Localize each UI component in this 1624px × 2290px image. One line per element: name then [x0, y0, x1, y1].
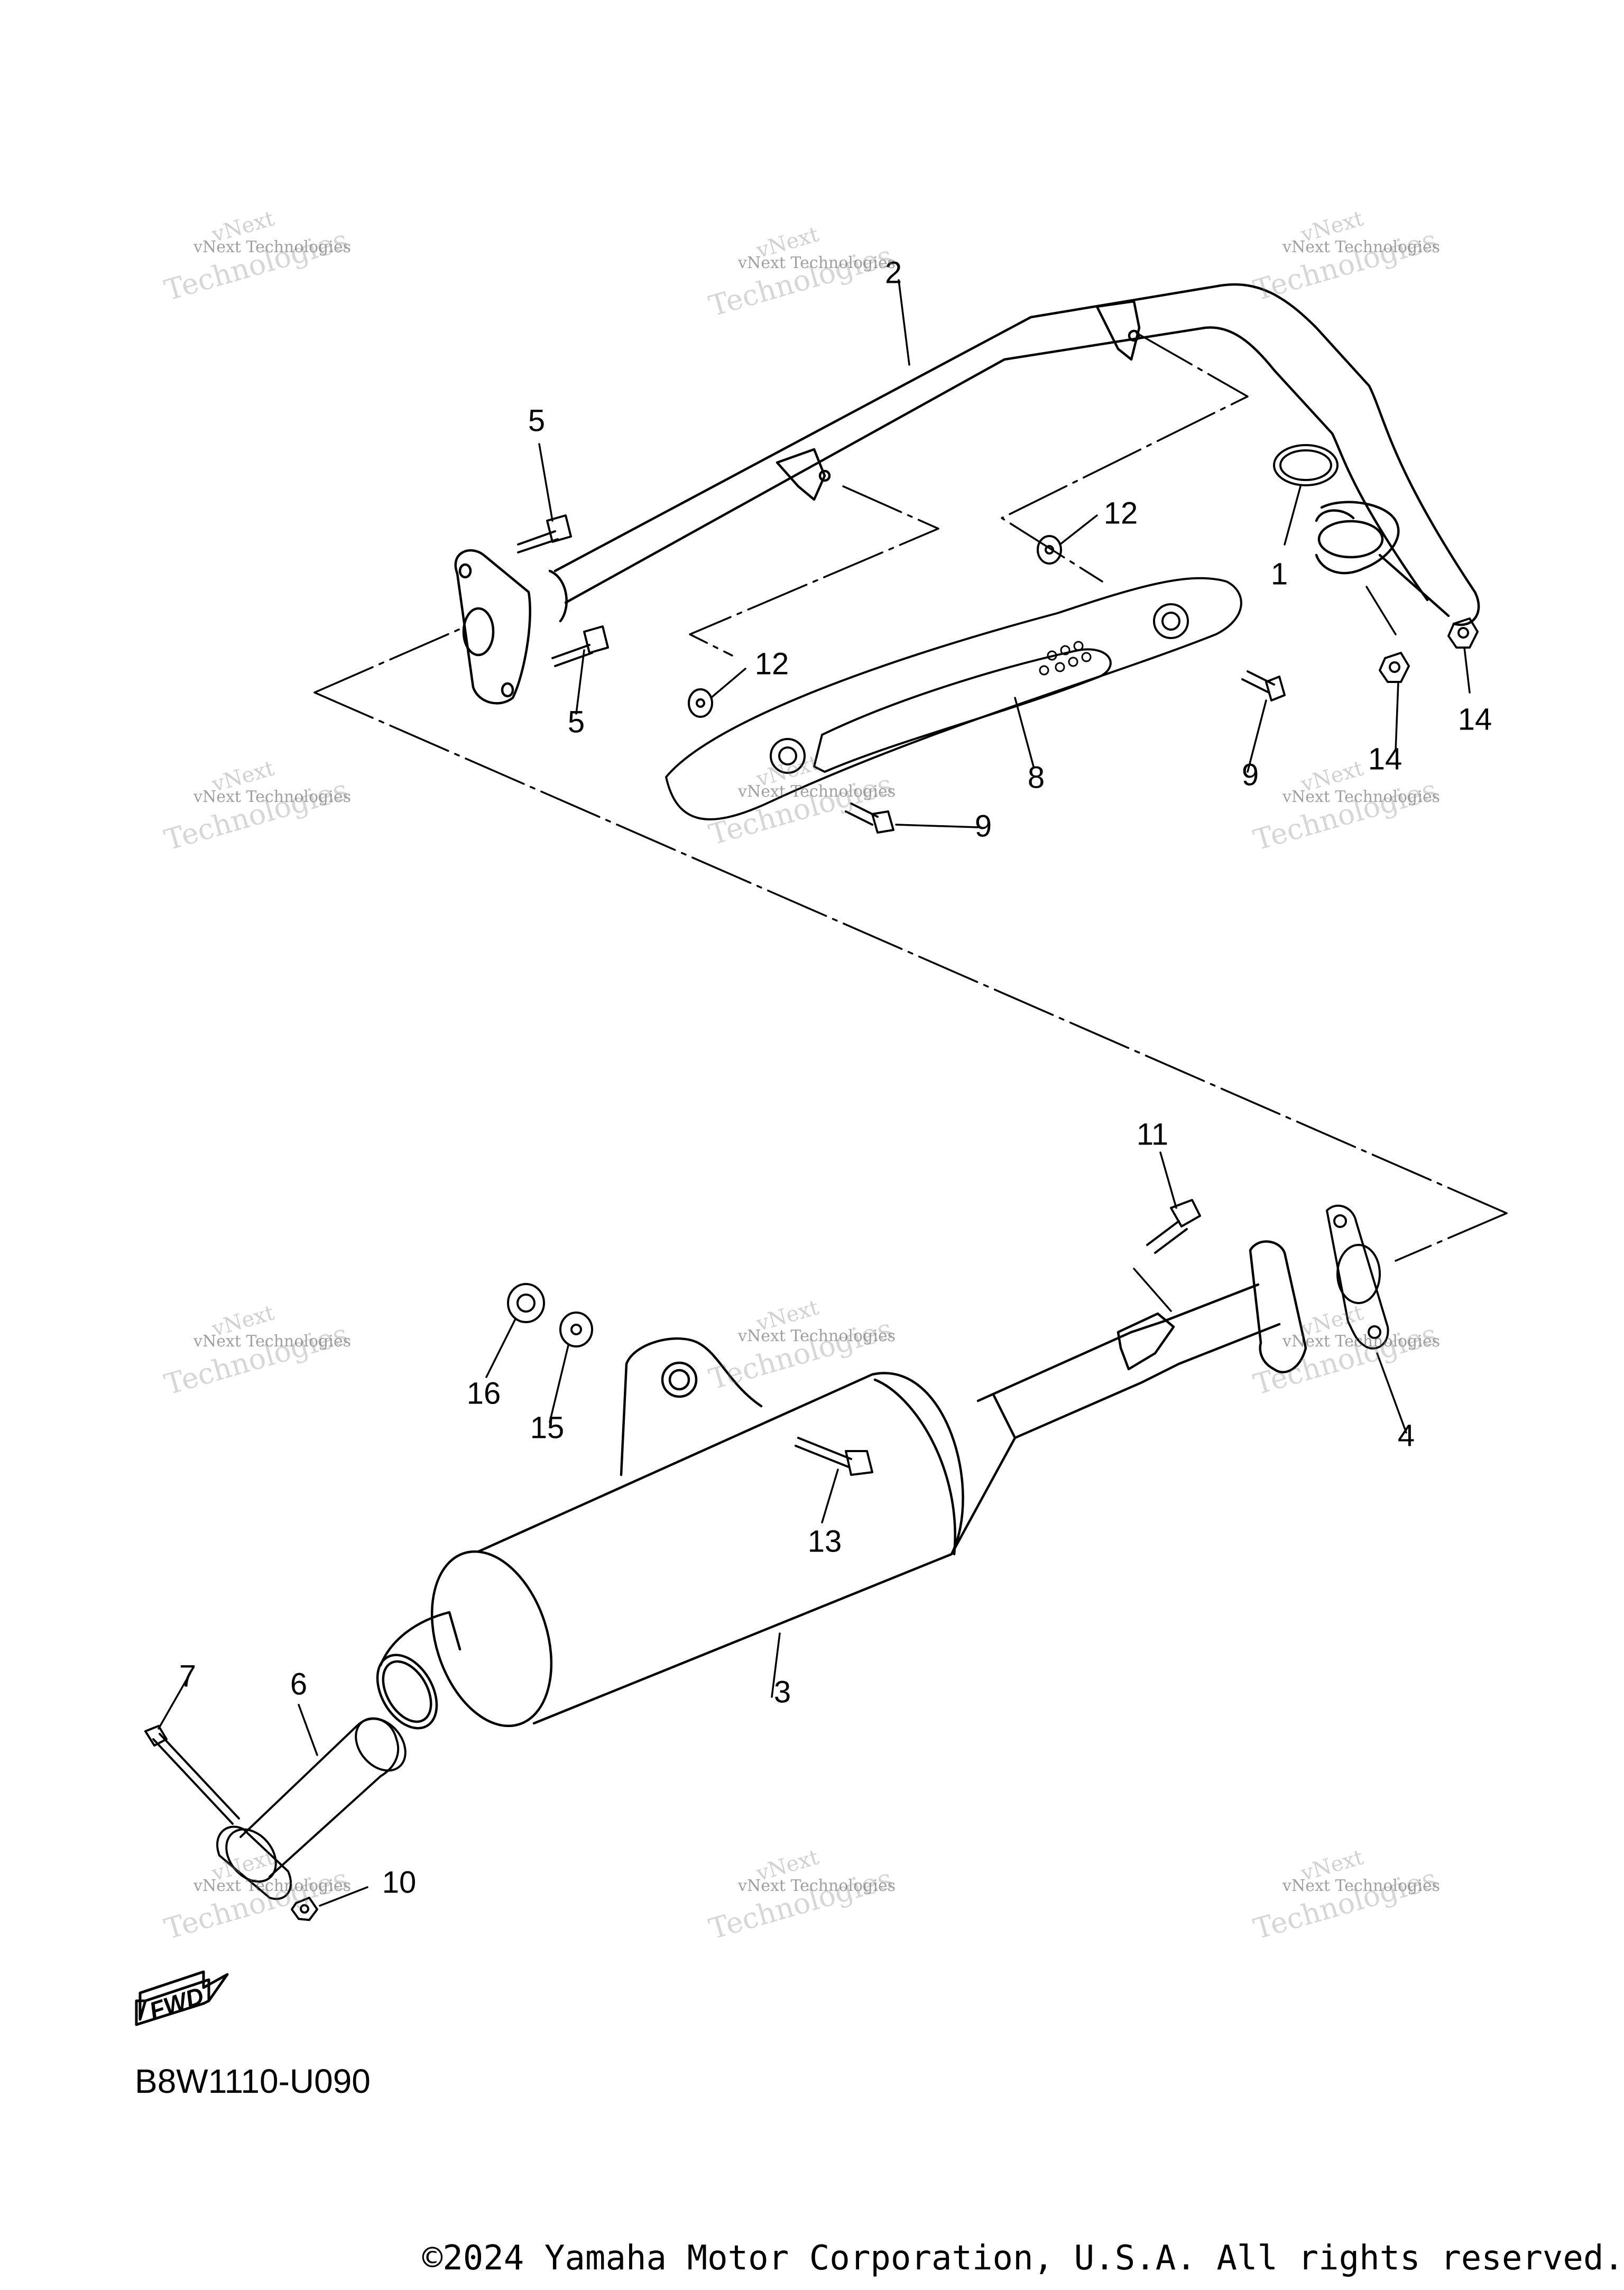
muffler-part-3	[376, 1240, 1307, 1730]
callout-12-lower: 12	[755, 647, 789, 681]
callout-14-right: 14	[1458, 702, 1492, 736]
exhaust-pipe-part-2	[454, 283, 1480, 705]
callout-14-left: 14	[1368, 742, 1402, 776]
copyright-notice: ©2024 Yamaha Motor Corporation, U.S.A. A…	[422, 2239, 1624, 2278]
callout-7: 7	[179, 1659, 196, 1693]
forward-direction-arrow-icon: FWD	[135, 1970, 229, 2026]
heat-protector-vent-holes	[1039, 641, 1092, 676]
callout-5-upper: 5	[528, 403, 545, 438]
washer-part-12-upper	[1037, 535, 1062, 565]
bolt-part-7	[144, 1725, 240, 1825]
washer-part-12-lower	[688, 688, 713, 718]
callout-8: 8	[1028, 760, 1045, 795]
nut-part-10	[291, 1897, 318, 1921]
callout-12-upper: 12	[1104, 496, 1138, 530]
callout-numbers: 1 2 3 4 5 5 6 7 8 9 9 10 11 12 12 13 14 …	[179, 255, 1492, 1899]
callout-10: 10	[382, 1865, 417, 1899]
nut-part-14-left	[1379, 652, 1410, 683]
callout-4: 4	[1398, 1418, 1415, 1453]
nut-part-16	[507, 1283, 545, 1323]
callout-5-lower: 5	[568, 705, 585, 739]
washer-part-15	[559, 1312, 593, 1347]
nut-part-14-right	[1447, 617, 1479, 649]
callout-9-right: 9	[1242, 758, 1259, 792]
bolt-part-9-left	[845, 802, 894, 834]
bolt-part-13	[795, 1437, 873, 1476]
bolt-part-9-right	[1241, 670, 1286, 701]
heat-protector-part-8	[665, 577, 1242, 820]
bolt-part-5-lower	[551, 625, 609, 667]
callout-6: 6	[290, 1667, 307, 1701]
diagram-code: B8W1110-U090	[135, 2062, 371, 2100]
gasket-part-1	[1273, 444, 1339, 486]
callout-1: 1	[1271, 557, 1288, 591]
bolt-part-11	[1146, 1199, 1201, 1254]
leader-lines	[158, 279, 1471, 1907]
callout-9-left: 9	[975, 809, 992, 843]
gasket-part-4	[1326, 1204, 1389, 1350]
bolt-part-5-upper	[517, 514, 572, 553]
callout-13: 13	[808, 1524, 842, 1558]
spark-arrester-part-6	[216, 1717, 407, 1900]
callout-16: 16	[467, 1376, 501, 1410]
callout-11: 11	[1137, 1117, 1168, 1151]
callout-3: 3	[774, 1675, 791, 1709]
callout-15: 15	[530, 1410, 565, 1445]
callout-2: 2	[885, 255, 902, 290]
